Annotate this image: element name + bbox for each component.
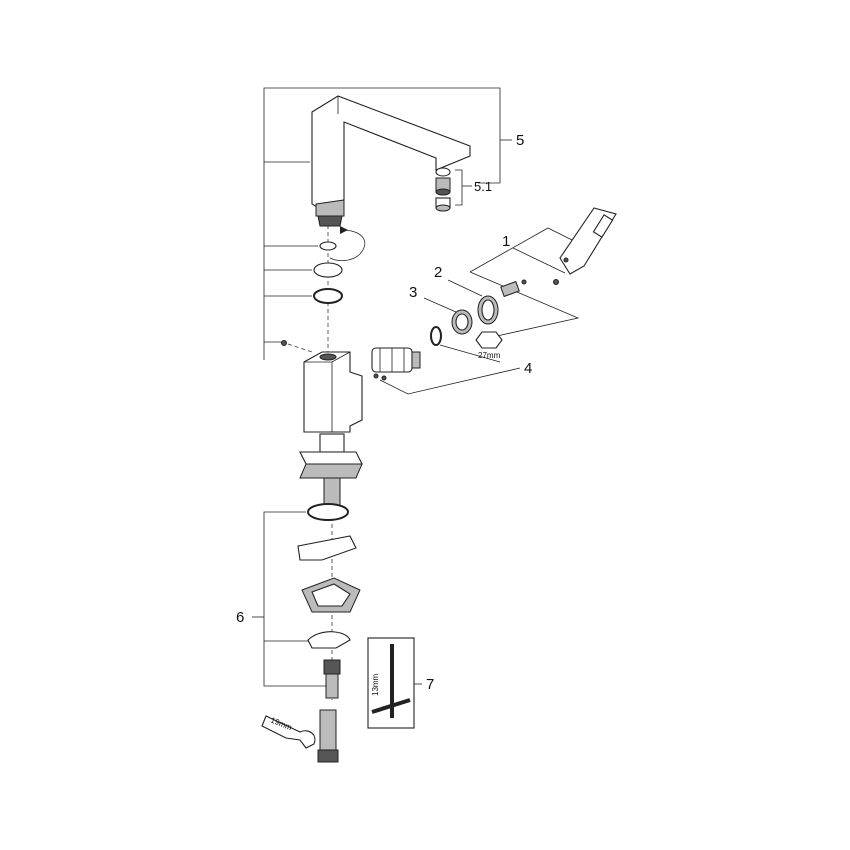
sleeve <box>477 295 499 325</box>
hex-nut-symbol <box>475 331 503 349</box>
bracket-group-6 <box>252 511 326 687</box>
lever-handle <box>553 207 617 285</box>
cartridge <box>371 347 421 381</box>
spout <box>311 95 471 227</box>
callout-1: 1 <box>502 233 510 250</box>
socket-key <box>367 637 422 729</box>
spout-swivel-arrow <box>329 226 366 262</box>
callout-2: 2 <box>434 264 442 281</box>
o-ring-medium <box>313 262 343 278</box>
callout-4: 4 <box>524 360 532 377</box>
mixer-body <box>303 351 363 433</box>
callout-3: 3 <box>409 284 417 301</box>
rubber-seal <box>307 503 349 521</box>
aerator <box>435 167 451 212</box>
support-plate <box>297 535 357 561</box>
callout-5: 5 <box>516 132 524 149</box>
spanner <box>261 715 316 749</box>
fixing-plate <box>301 577 361 613</box>
o-ring-small <box>319 241 337 251</box>
retaining-clip <box>307 631 351 649</box>
dimension-13mm: 13mm <box>371 673 380 696</box>
seal-ring <box>430 326 442 346</box>
base-plate <box>299 451 363 479</box>
bracket-group-4 <box>379 344 521 395</box>
supply-hoses <box>317 709 339 763</box>
bracket-group-5 <box>263 87 512 360</box>
lever-adapter <box>500 279 527 298</box>
grub-screw <box>281 340 313 353</box>
callout-7: 7 <box>426 676 434 693</box>
bracket-group-5-1 <box>455 169 472 206</box>
dimension-27mm: 27mm <box>478 351 501 360</box>
o-ring-large <box>313 288 343 304</box>
clamping-nut <box>451 309 473 335</box>
threaded-stud <box>319 433 345 453</box>
callout-6: 6 <box>236 609 244 626</box>
fixing-nut <box>323 659 341 699</box>
callout-5-1: 5.1 <box>474 179 492 194</box>
